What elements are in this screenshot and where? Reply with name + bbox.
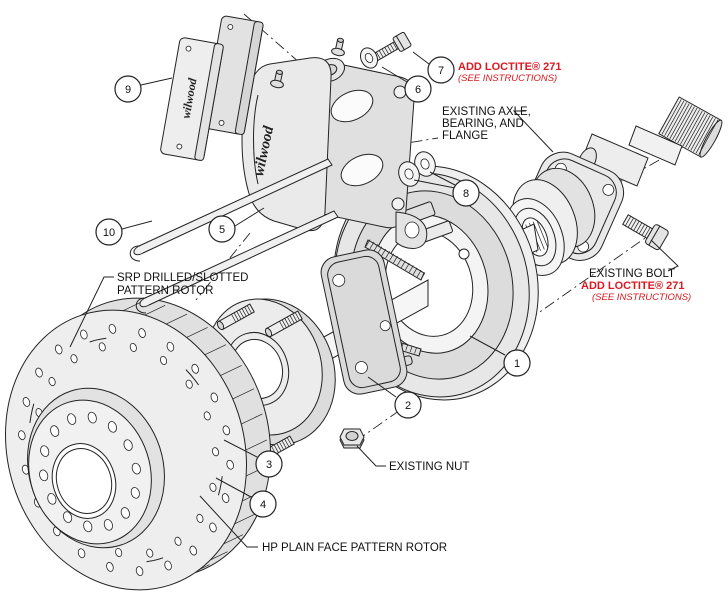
caliper-window-lower [340,153,384,187]
balloon-1-number: 1 [514,358,520,370]
existing-bolt [622,214,669,251]
balloon-10-number: 10 [103,227,115,239]
brake-rotor [5,297,271,591]
label-axle-2: BEARING, AND [442,118,524,130]
balloon-1: 1 [503,349,531,377]
axle-label-leader [512,110,554,153]
brake-pads: wilwood [160,15,264,161]
bleed-screw-right [331,37,345,57]
balloon-3-number: 3 [266,459,272,471]
rotor-bore-chamfer [55,448,113,514]
balloon-5: 5 [208,215,236,243]
label-srp-2: PATTERN ROTOR [117,285,213,297]
label-loctite-bolt: ADD LOCTITE® 271 [581,280,684,292]
label-axle-3: FLANGE [442,130,488,142]
balloon-8: 8 [452,179,480,207]
brake-caliper: wilwood [241,37,428,249]
caliper-body-contour [253,94,259,185]
caliper-bridge-bolt-upper [393,85,407,99]
nut-label-leader [356,445,386,467]
bleed-screw-left [270,69,284,89]
balloon-3: 3 [255,450,283,478]
axle-spline-end [658,96,723,158]
label-srp-1: SRP DRILLED/SLOTTED [117,272,248,284]
balloon-8-number: 8 [463,188,469,200]
caliper-bracket [320,249,408,395]
srp-label-leader [69,276,114,348]
balloon-6-number: 6 [415,84,421,96]
balloon-6: 6 [404,75,432,103]
bolt-label-leader [650,239,679,272]
balloon-7-number: 7 [438,65,444,77]
balloon-5-number: 5 [219,224,225,236]
callouts: 1 2 3 4 5 6 7 8 9 10 [95,51,531,518]
text-labels: ADD LOCTITE® 271 (SEE INSTRUCTIONS) EXIS… [69,61,691,554]
caliper-align-centerline [243,13,301,64]
balloon-2: 2 [394,391,422,419]
label-existing-nut: EXISTING NUT [389,461,470,473]
caliper-bridge-bolt-lower [391,197,405,211]
balloon-9-number: 9 [125,84,131,96]
retainer-pin-1-hook [129,245,141,262]
caliper-bolt [371,31,412,63]
balloon-4-number: 4 [260,499,266,511]
balloon-10: 10 [95,218,123,246]
rotor-center-bore [51,443,117,519]
return-spring-upper [364,239,426,281]
rotor-hat-holes [39,411,141,533]
brake-pad-front [160,37,224,161]
shoe-holddown-pin-2 [458,248,470,260]
hp-label-leader [199,495,258,548]
axle-shaft [628,125,683,166]
balloon-4: 4 [249,490,277,518]
pad-retainer-pins [129,158,339,314]
label-axle-1: EXISTING AXLE, [442,106,531,118]
balloon-9: 9 [114,75,142,103]
caliper-window-upper [330,89,374,123]
balloon-7: 7 [427,56,455,84]
label-loctite-bolt-note: (SEE INSTRUCTIONS) [592,292,691,303]
washer-axis-centerline [369,137,439,150]
label-loctite-top-note: (SEE INSTRUCTIONS) [458,73,557,84]
retainer-pin-2-hook [135,297,147,314]
caliper-body [241,57,332,232]
existing-nut [339,428,365,449]
balloon-2-number: 2 [405,400,411,412]
label-existing-bolt: EXISTING BOLT [589,268,675,280]
label-hp-rotor: HP PLAIN FACE PATTERN ROTOR [262,542,447,554]
caliper-washer [359,47,379,69]
label-loctite-top: ADD LOCTITE® 271 [458,61,561,73]
